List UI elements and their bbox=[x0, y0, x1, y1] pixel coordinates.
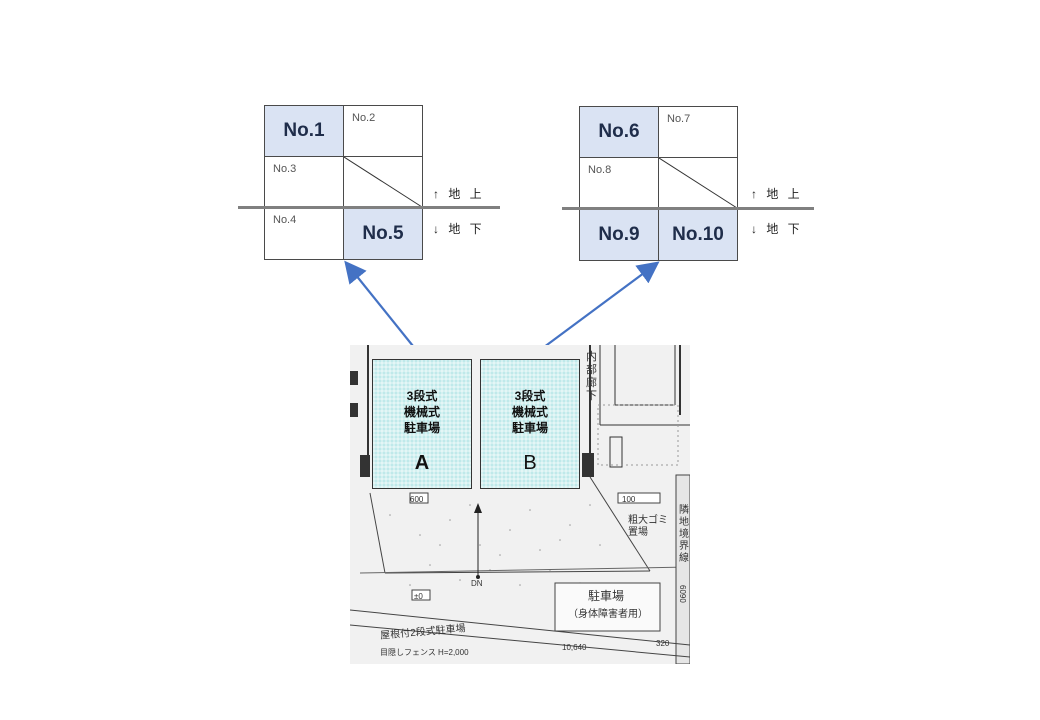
dim-600: 600 bbox=[410, 495, 424, 504]
slot-no7-label: No.7 bbox=[667, 113, 691, 125]
mechanical-parking-a: 3段式 機械式 駐車場 A bbox=[372, 359, 472, 489]
slot-no10: No.10 bbox=[658, 208, 738, 261]
parking-b-title: 3段式 機械式 駐車場 bbox=[511, 389, 548, 435]
above-ground-label-right: ↑ 地 上 bbox=[751, 187, 803, 201]
slot-no9-label: No.9 bbox=[598, 223, 640, 245]
slot-no4-label: No.4 bbox=[273, 214, 297, 226]
slot-no1: No.1 bbox=[264, 105, 344, 157]
parking-b-label: B bbox=[523, 452, 537, 474]
dim-100: 100 bbox=[622, 495, 636, 504]
slot-no4: No.4 bbox=[264, 207, 344, 260]
slot-no7: No.7 bbox=[658, 106, 738, 158]
dn-label: DN bbox=[471, 579, 483, 588]
empty-slot bbox=[658, 157, 738, 209]
dim-6090: 6090 bbox=[678, 585, 687, 603]
slot-no10-label: No.10 bbox=[672, 223, 724, 245]
dim-320: 320 bbox=[656, 639, 670, 648]
slot-no5: No.5 bbox=[343, 207, 423, 260]
mechanical-parking-b: 3段式 機械式 駐車場 B bbox=[480, 359, 580, 489]
slot-no6: No.6 bbox=[579, 106, 659, 158]
slot-no2: No.2 bbox=[343, 105, 423, 157]
empty-slot bbox=[343, 156, 423, 208]
boundary-label: 隣地境界線 bbox=[679, 505, 689, 564]
slot-no8-label: No.8 bbox=[588, 164, 612, 176]
pm0-label: ±0 bbox=[414, 592, 423, 601]
ground-line-left bbox=[238, 206, 500, 209]
slot-no5-label: No.5 bbox=[362, 222, 404, 244]
slot-no3-label: No.3 bbox=[273, 163, 297, 175]
fence-label: 目隠しフェンス H=2,000 bbox=[380, 648, 469, 657]
slot-no8: No.8 bbox=[579, 157, 659, 209]
slot-no6-label: No.6 bbox=[598, 121, 640, 142]
arrow-a-to-no5 bbox=[344, 260, 422, 357]
disabled-label: （身体障害者用） bbox=[568, 609, 648, 620]
arrow-b-to-no10 bbox=[531, 261, 660, 357]
garbage-label: 粗大ゴミ置場 bbox=[628, 515, 668, 538]
above-ground-label-left: ↑ 地 上 bbox=[433, 187, 485, 201]
slot-no9: No.9 bbox=[579, 208, 659, 261]
parking-a-title: 3段式 機械式 駐車場 bbox=[403, 389, 440, 435]
ground-line-right bbox=[562, 207, 814, 210]
dim-10640: 10,640 bbox=[562, 643, 587, 652]
slot-no2-label: No.2 bbox=[352, 112, 376, 124]
parking-a-label: A bbox=[414, 452, 430, 474]
slot-no1-label: No.1 bbox=[283, 120, 325, 141]
diagonal-line bbox=[659, 158, 738, 209]
floor-plan: 3段式 機械式 駐車場 A 3段式 機械式 駐車場 B 内部廊下 100 600… bbox=[350, 345, 690, 664]
slot-no3: No.3 bbox=[264, 156, 344, 208]
diagonal-line bbox=[344, 157, 423, 208]
below-ground-label-left: ↓ 地 下 bbox=[433, 222, 485, 236]
corridor-label: 内部廊下 bbox=[586, 351, 597, 402]
below-ground-label-right: ↓ 地 下 bbox=[751, 222, 803, 236]
parking-label: 駐車場 bbox=[588, 589, 625, 603]
